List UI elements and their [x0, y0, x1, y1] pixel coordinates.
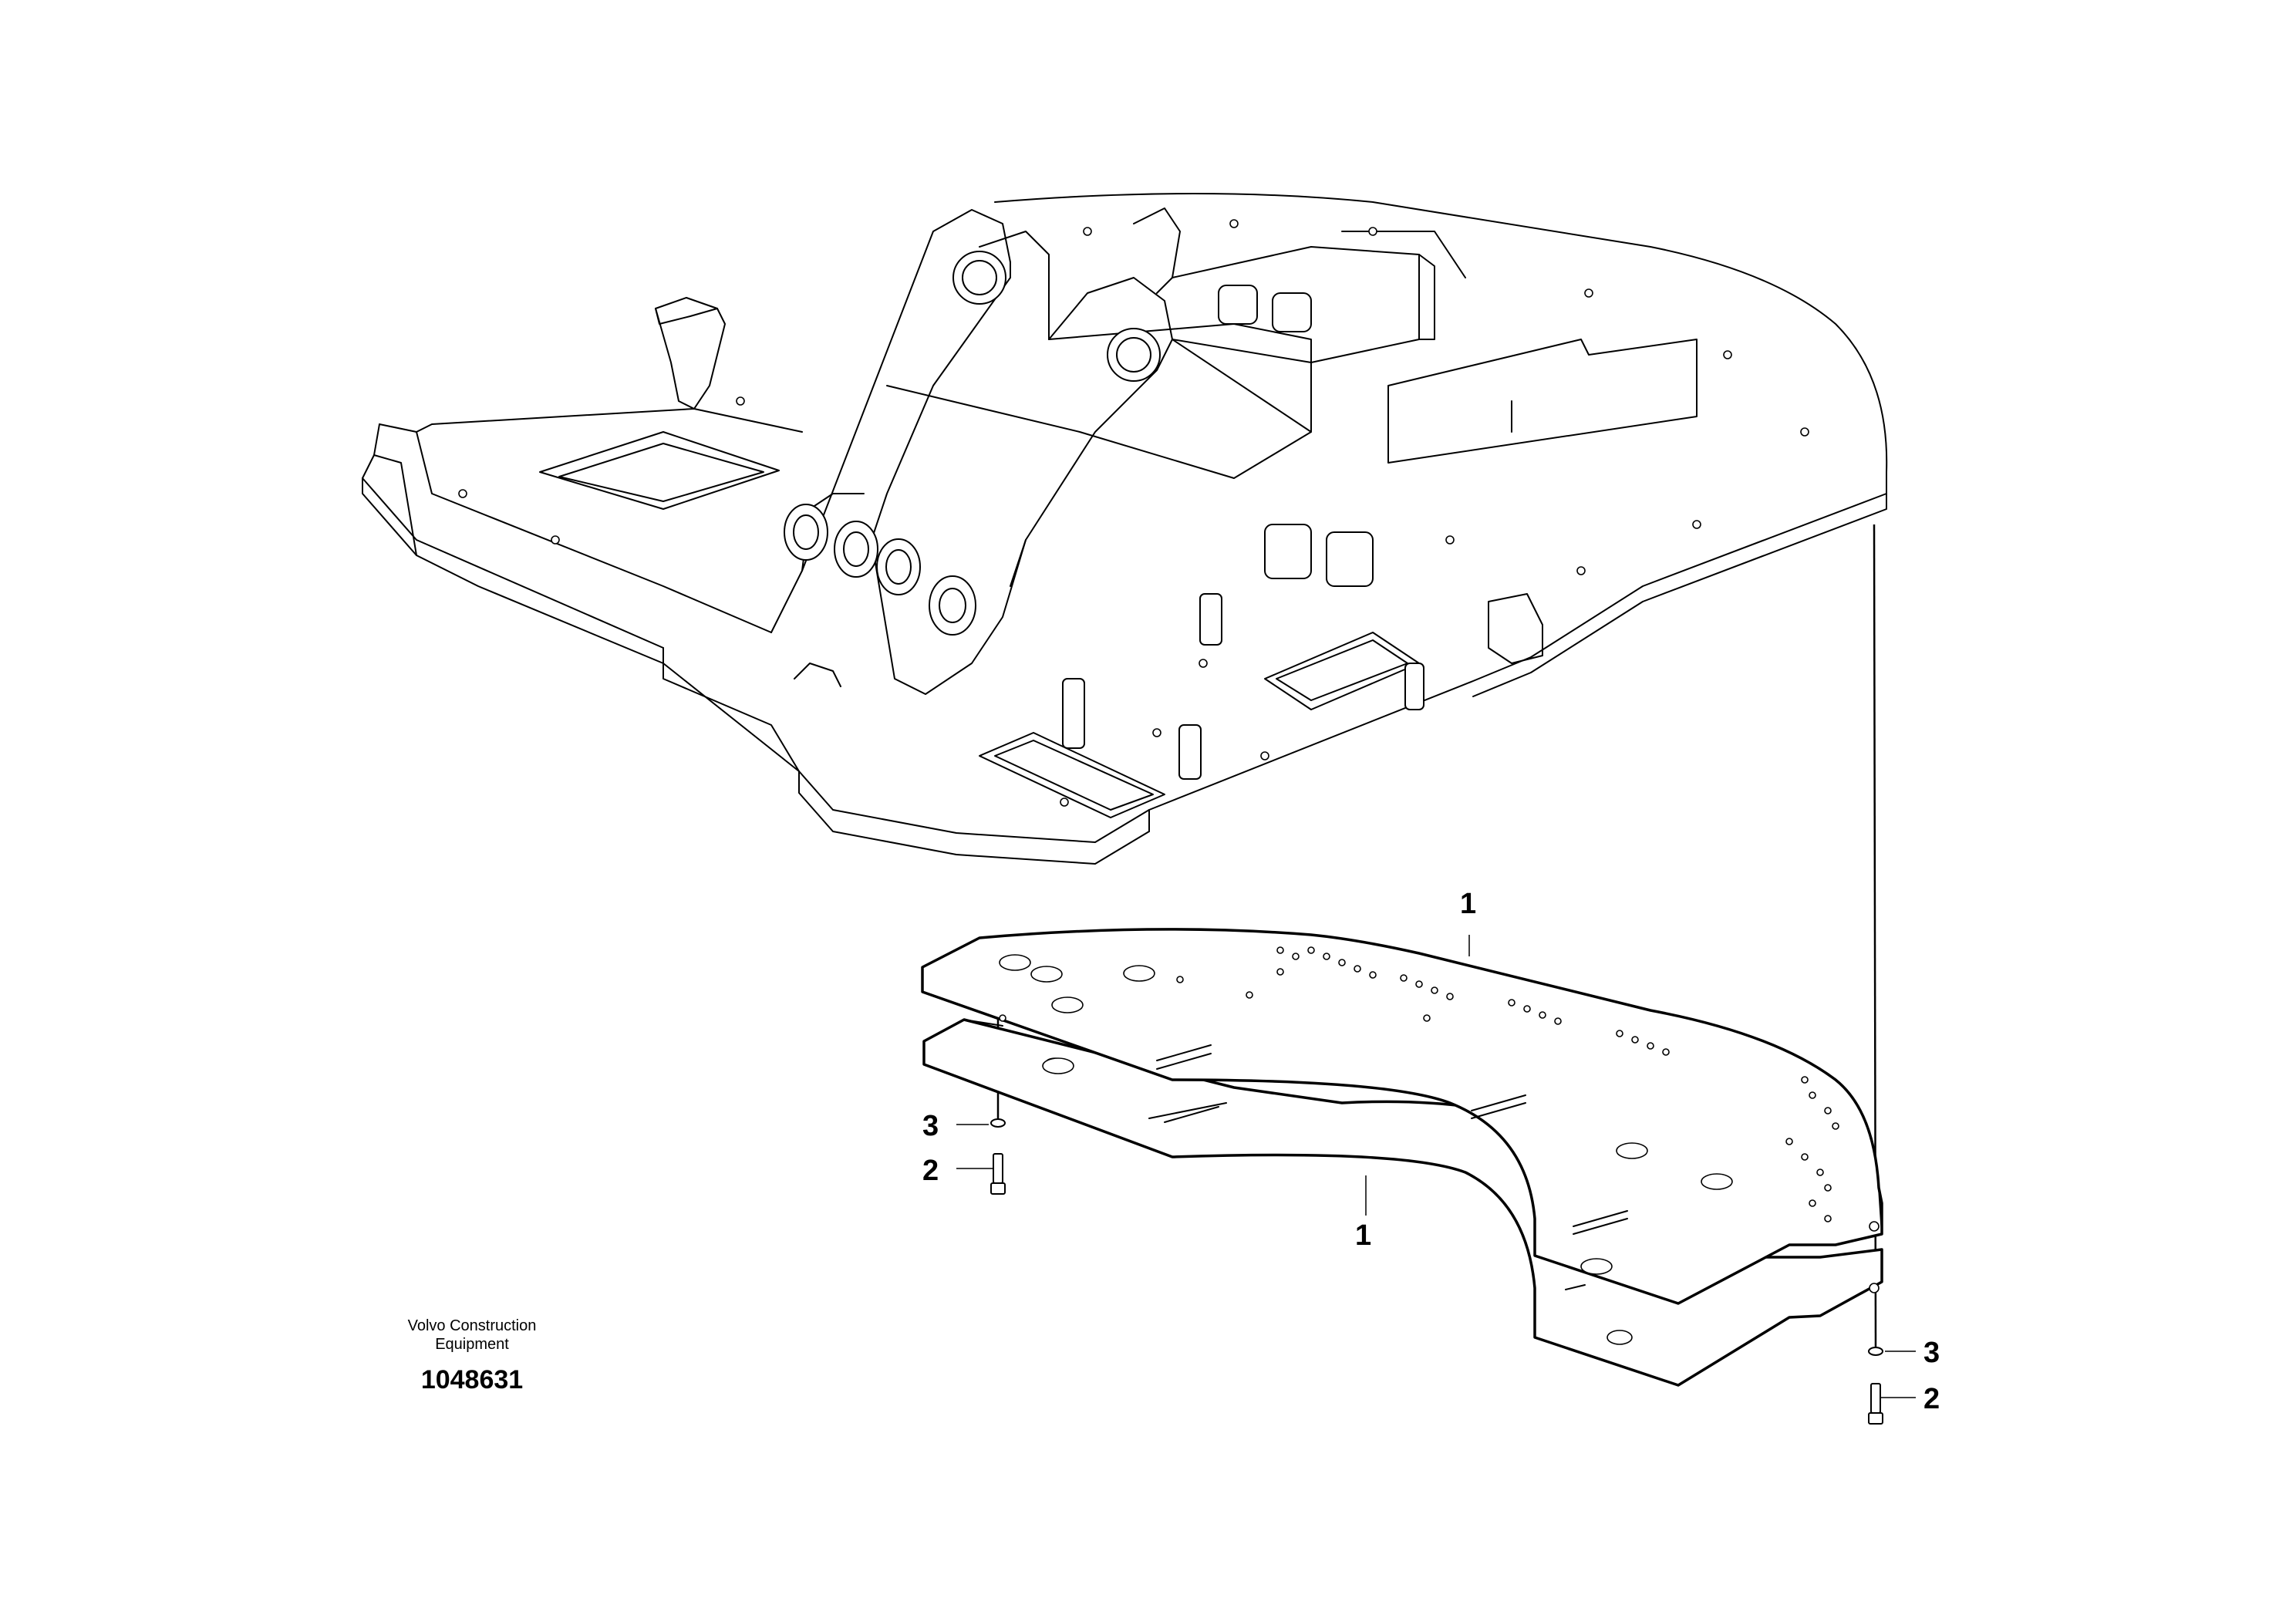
callout-bolt-right: 2 [1923, 1383, 1940, 1415]
washer-right [1868, 1347, 1883, 1356]
counter-plate-upper [921, 928, 1883, 1305]
washer-left [990, 1118, 1006, 1128]
callout-bolt-left: 2 [922, 1155, 939, 1187]
callout-washer-left: 3 [922, 1110, 939, 1142]
callout-plate-lower: 1 [1355, 1219, 1371, 1252]
manufacturer-caption: Volvo Construction Equipment [372, 1317, 572, 1354]
fastener-right [1868, 1347, 1883, 1425]
bolt-left [993, 1153, 1003, 1184]
manufacturer-name-line2: Equipment [435, 1336, 509, 1353]
callout-washer-right: 3 [1923, 1337, 1940, 1369]
fastener-left [990, 1118, 1006, 1195]
upper-frame-assembly [362, 193, 1888, 865]
callout-plate-upper: 1 [1460, 888, 1476, 920]
manufacturer-name-line1: Volvo Construction [407, 1317, 537, 1334]
bolt-right [1870, 1383, 1881, 1414]
document-number: 1048631 [420, 1365, 524, 1394]
hole-pattern [999, 946, 1880, 1232]
